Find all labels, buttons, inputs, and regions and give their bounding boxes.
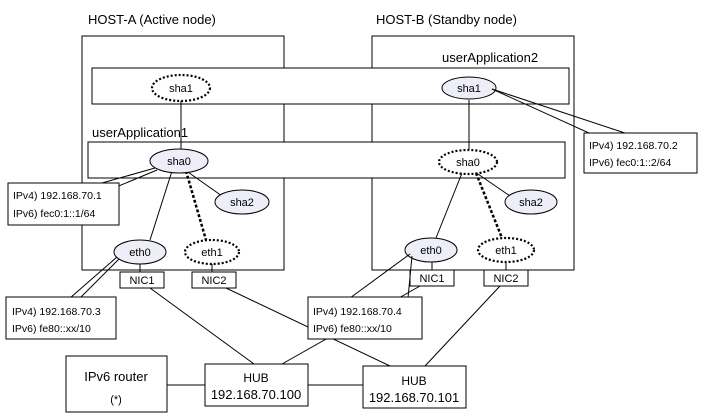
callout-b-sha1-ipv4: IPv4) 192.168.70.2 (589, 140, 678, 152)
a-nic1-hub1-link (149, 287, 255, 365)
host-a-title: HOST-A (Active node) (88, 12, 216, 27)
callout-a-sha0-ipv4: IPv4) 192.168.70.1 (13, 190, 102, 202)
callout-b-eth0-pointer (349, 253, 411, 299)
b-nic2-hub2-link (424, 285, 501, 367)
callout-a-sha0 (7, 182, 120, 226)
hub2-ip: 192.168.70.101 (369, 390, 459, 405)
user-application2-label: userApplication2 (442, 50, 538, 65)
hub1-ip: 192.168.70.100 (211, 387, 301, 402)
a-nic1-label: NIC1 (129, 275, 154, 287)
callout-b-eth0-ipv4: IPv4) 192.168.70.4 (313, 306, 402, 318)
callout-a-eth0-ipv4: IPv4) 192.168.70.3 (12, 306, 101, 318)
callout-a-sha0-pointer (101, 167, 156, 184)
ipv6-router-note: (*) (110, 394, 122, 406)
a-sha1-node (150, 73, 212, 103)
host-b-title: HOST-B (Standby node) (376, 12, 517, 27)
callout-b-eth0 (307, 296, 423, 340)
a-sha0-node (149, 148, 209, 174)
callout-b-sha1-pointer (491, 88, 641, 139)
callout-a-eth0-pointer (79, 258, 120, 299)
b-sha0-sha2-link (474, 171, 511, 197)
b-eth1-label: eth1 (495, 245, 516, 257)
b-sha0-node (437, 148, 499, 176)
callout-b-eth0-pointer (407, 255, 413, 299)
b-nic2-box (483, 269, 529, 287)
b-eth0-label: eth0 (420, 245, 441, 257)
callout-a-eth0-ipv6: IPv6) fe80::xx/10 (12, 323, 91, 335)
b-sha1-label: sha1 (457, 83, 481, 95)
hub2-name: HUB (401, 374, 426, 388)
b-sha0-eth0-link (435, 172, 463, 239)
callout-b-sha1-pointer (491, 88, 601, 139)
callout-a-sha0-ipv6: IPv6) fec0:1::1/64 (13, 208, 95, 220)
ipv6-router-label: IPv6 router (84, 369, 148, 384)
hub1-box (204, 363, 309, 407)
b-sha0-label: sha0 (456, 157, 480, 169)
a-eth1-label: eth1 (201, 247, 222, 259)
ipv6-router-box (65, 355, 168, 413)
a-eth0-node (113, 239, 167, 265)
a-sha0-label: sha0 (167, 156, 191, 168)
a-nic2-box (191, 271, 237, 289)
hub1-name: HUB (243, 371, 268, 385)
callout-a-eth0 (5, 296, 117, 340)
user-application1-label: userApplication1 (92, 125, 188, 140)
b-sha1-node (441, 76, 497, 100)
a-sha0-sha2-link (184, 169, 223, 197)
b-sha0-eth1-link (474, 172, 504, 239)
a-sha2-node (214, 189, 270, 215)
b-sha2-node (504, 189, 558, 215)
a-eth0-label: eth0 (129, 247, 150, 259)
a-sha0-eth1-link (184, 170, 208, 241)
a-sha1-label: sha1 (169, 83, 193, 95)
b-sha2-label: sha2 (519, 197, 543, 209)
b-nic1-label: NIC1 (419, 273, 444, 285)
callout-b-sha1-ipv6: IPv6) fec0:1::2/64 (589, 157, 671, 169)
callout-a-eth0-pointer (69, 256, 118, 299)
b-eth0-node (404, 237, 458, 263)
callout-b-sha1 (583, 132, 698, 174)
a-sha2-label: sha2 (230, 197, 254, 209)
a-nic2-label: NIC2 (201, 275, 226, 287)
hub2-box (362, 365, 467, 409)
b-eth1-node (476, 236, 536, 264)
a-nic1-box (119, 271, 165, 289)
a-eth1-node (183, 238, 241, 266)
a-sha0-eth0-link (149, 170, 173, 241)
b-nic2-label: NIC2 (493, 273, 518, 285)
callout-b-eth0-ipv6: IPv6) fe80::xx/10 (313, 323, 392, 335)
